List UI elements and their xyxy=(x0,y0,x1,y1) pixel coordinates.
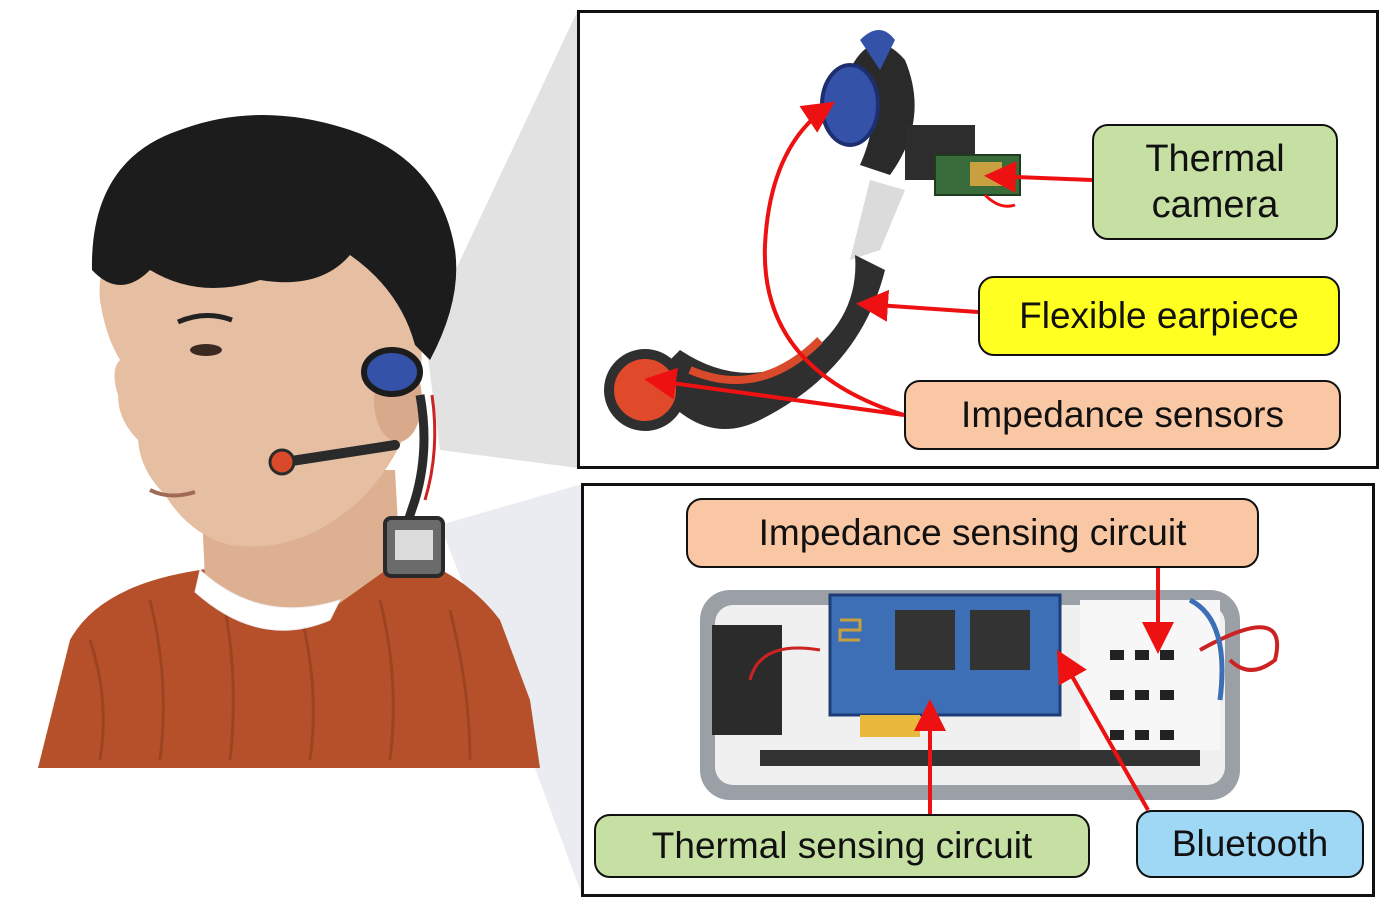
arrow-flexible-earpiece xyxy=(856,289,979,322)
label-thermal-camera-line1: Thermal xyxy=(1145,137,1285,180)
earpiece-on-ear xyxy=(361,347,423,397)
cable xyxy=(400,394,429,532)
flexible-boom xyxy=(650,255,885,429)
label-thermal-sensing-circuit: Thermal sensing circuit xyxy=(594,814,1090,878)
arrow-bluetooth xyxy=(1057,649,1150,811)
arrow-thermal-camera xyxy=(984,161,1093,194)
label-thermal-camera-line2: camera xyxy=(1151,184,1279,226)
label-impedance-sensors: Impedance sensors xyxy=(904,380,1341,450)
cheek-sensor xyxy=(268,448,296,476)
face xyxy=(99,235,422,547)
eyebrow xyxy=(176,313,233,325)
eye xyxy=(190,344,222,356)
label-bluetooth: Bluetooth xyxy=(1136,810,1364,878)
hair xyxy=(91,115,457,360)
label-thermal-camera: Thermal camera xyxy=(1092,124,1338,240)
mouth xyxy=(149,488,196,498)
thermal-circuit-battery xyxy=(860,715,920,737)
arrow-impedance-sensor-high xyxy=(762,101,905,417)
earpiece-boom xyxy=(280,440,400,467)
label-flexible-earpiece: Flexible earpiece xyxy=(978,276,1340,356)
label-impedance-sensing-circuit: Impedance sensing circuit xyxy=(686,498,1259,568)
arrow-impedance-sensor-low xyxy=(644,367,905,417)
